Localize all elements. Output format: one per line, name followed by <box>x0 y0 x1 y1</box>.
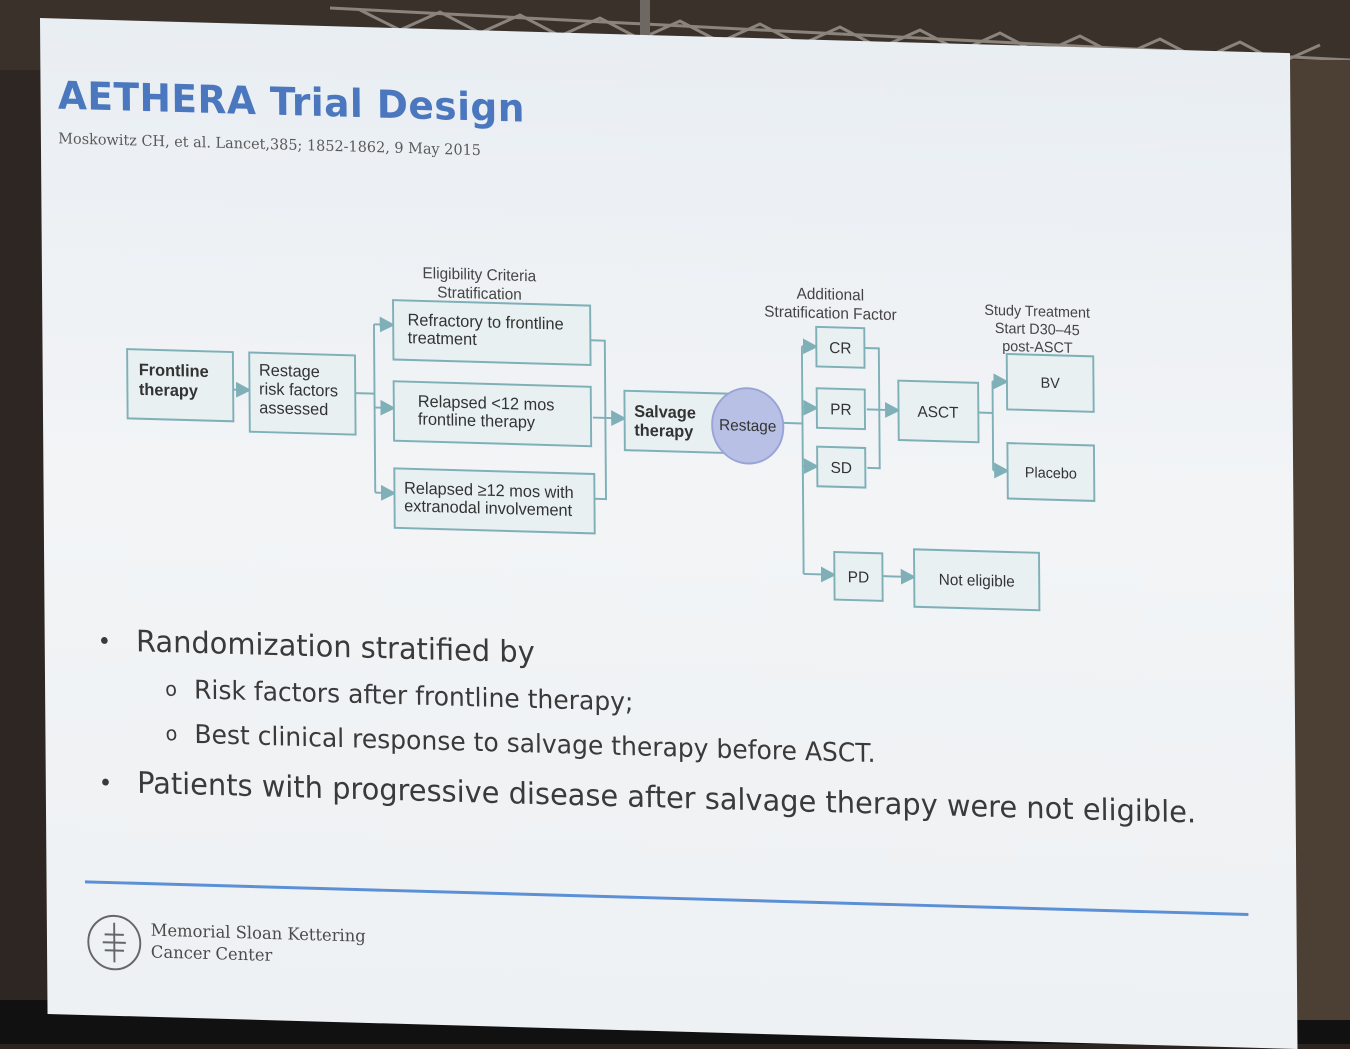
msk-seal-icon <box>85 910 143 975</box>
sd-label: SD <box>831 460 852 478</box>
restage-label-3: assessed <box>259 398 328 419</box>
sub-bullet-item: o Risk factors after frontline therapy; <box>194 676 634 718</box>
header-additional: Additional <box>797 285 865 304</box>
bullet-dot-icon: • <box>99 769 113 797</box>
header-additional-factor: Stratification Factor <box>764 303 897 324</box>
placebo-label: Placebo <box>1025 465 1077 483</box>
header-study-treatment: Study Treatment <box>984 303 1090 322</box>
not-eligible-label: Not eligible <box>939 571 1015 590</box>
sub-bullet-circle-icon: o <box>165 721 177 745</box>
pd-label: PD <box>848 569 869 587</box>
salvage-label-1: Salvage <box>634 402 696 423</box>
sub-bullet-circle-icon: o <box>165 677 177 701</box>
pr-label: PR <box>830 401 851 419</box>
cr-label: CR <box>829 340 851 358</box>
frontline-label-1: Frontline <box>139 360 209 381</box>
bullet-text: Patients with progressive disease after … <box>137 766 1196 830</box>
sub-bullet-text: Best clinical response to salvage therap… <box>194 720 875 769</box>
frontline-label-2: therapy <box>139 380 199 401</box>
org-logo: Memorial Sloan Kettering Cancer Center <box>85 910 432 989</box>
relapsed-lt12-label-2: frontline therapy <box>418 409 536 432</box>
trial-flow-diagram: Eligibility Criteria Stratification Addi… <box>40 18 1295 667</box>
presentation-slide: AETHERA Trial Design Moskowitz CH, et al… <box>40 18 1297 1049</box>
asct-label: ASCT <box>917 404 959 422</box>
salvage-label-2: therapy <box>634 420 694 441</box>
footer-rule <box>85 880 1248 916</box>
bullet-dot-icon: • <box>97 627 111 655</box>
header-eligibility: Eligibility Criteria <box>422 265 536 285</box>
restage-label-1: Restage <box>259 360 320 381</box>
restage-circle-label: Restage <box>719 417 776 436</box>
sub-bullet-item: o Best clinical response to salvage ther… <box>194 720 875 769</box>
sub-bullet-text: Risk factors after frontline therapy; <box>194 676 634 718</box>
bv-label: BV <box>1041 375 1061 392</box>
header-study-start: Start D30–45 <box>995 321 1080 340</box>
refractory-label-2: treatment <box>408 328 478 349</box>
bullet-item: • Patients with progressive disease afte… <box>137 766 1196 830</box>
